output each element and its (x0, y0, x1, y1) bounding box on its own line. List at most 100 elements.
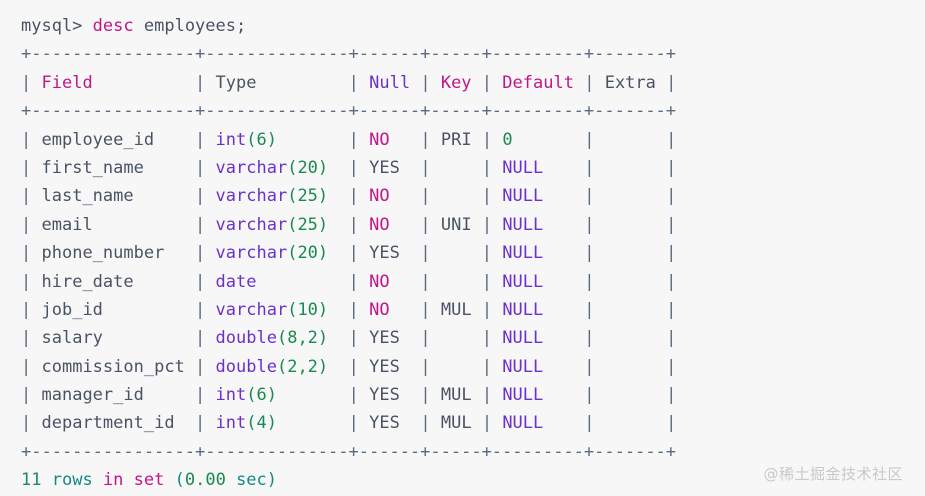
command-line: mysql> desc employees; (21, 12, 925, 40)
space (441, 158, 482, 178)
column-header-field: Field (41, 72, 93, 93)
space (472, 300, 482, 320)
table-pipe: | (481, 186, 493, 207)
table-row: | department_id | int(4) | YES | MUL | N… (21, 409, 925, 437)
space (175, 413, 195, 433)
timing-paren-close: ) (266, 470, 278, 491)
space (492, 357, 502, 377)
space (277, 130, 349, 150)
table-pipe: | (481, 299, 493, 320)
table-body: | employee_id | int(6) | NO | PRI | 0 | … (21, 126, 925, 438)
table-pipe: | (584, 214, 595, 235)
cell-null: NO (369, 214, 390, 235)
space (400, 328, 420, 348)
rows-word: rows (51, 470, 93, 491)
space (328, 243, 348, 263)
space (605, 272, 666, 292)
cell-null: YES (369, 243, 400, 264)
space (492, 300, 502, 320)
table-pipe: | (666, 129, 677, 150)
column-header-key: Key (440, 72, 472, 93)
space (472, 215, 482, 235)
space (205, 413, 215, 433)
table-pipe: | (420, 356, 431, 377)
table-pipe: | (348, 214, 359, 235)
cell-null: NO (369, 271, 390, 292)
cell-type-name: double (215, 356, 277, 377)
space (441, 272, 482, 292)
table-pipe: | (584, 299, 595, 320)
space (82, 16, 92, 36)
space (441, 243, 482, 263)
table-pipe: | (21, 243, 32, 264)
space (31, 186, 41, 206)
space (400, 357, 420, 377)
cell-field: employee_id (41, 129, 155, 150)
space (134, 186, 195, 206)
space (400, 413, 420, 433)
space (103, 300, 195, 320)
table-row: | job_id | varchar(10) | NO | MUL | NULL… (21, 296, 925, 324)
space (205, 158, 215, 178)
space (431, 186, 441, 206)
table-pipe: | (195, 299, 206, 320)
space (164, 470, 174, 490)
space (594, 186, 604, 206)
space (359, 357, 369, 377)
space (205, 215, 215, 235)
cell-field: last_name (41, 186, 134, 207)
table-pipe: | (666, 413, 677, 434)
cell-type-args: (2,2) (276, 356, 329, 377)
table-pipe: | (420, 186, 431, 207)
table-pipe: | (584, 186, 595, 207)
table-pipe: | (584, 271, 595, 292)
table-pipe: | (21, 214, 32, 235)
table-pipe: | (481, 328, 493, 349)
space (31, 413, 41, 433)
space (513, 130, 585, 150)
space (605, 300, 666, 320)
space (154, 130, 195, 150)
space (205, 186, 215, 206)
space (359, 130, 369, 150)
table-pipe: | (666, 271, 677, 292)
row-count: 11 (21, 470, 42, 491)
space (543, 243, 584, 263)
table-pipe: | (666, 243, 677, 264)
table-pipe: | (481, 413, 493, 434)
cell-type-args: (25) (287, 186, 329, 207)
table-pipe: | (21, 186, 32, 207)
table-pipe: | (21, 129, 32, 150)
space (492, 328, 502, 348)
table-pipe: | (21, 413, 32, 434)
space (594, 300, 604, 320)
table-pipe: | (348, 299, 359, 320)
table-row: | first_name | varchar(20) | YES | | NUL… (21, 154, 925, 182)
sql-table-name: employees; (143, 16, 247, 36)
table-row: | email | varchar(25) | NO | UNI | NULL … (21, 211, 925, 239)
cell-default: NULL (502, 271, 544, 292)
space (277, 413, 349, 433)
table-pipe: | (420, 271, 431, 292)
table-pipe: | (21, 271, 32, 292)
space (431, 272, 441, 292)
table-pipe: | (420, 129, 431, 150)
table-row: | hire_date | date | NO | | NULL | | (21, 268, 925, 296)
space (543, 300, 584, 320)
space (594, 272, 604, 292)
space (359, 186, 369, 206)
space (390, 215, 421, 235)
space (134, 16, 144, 36)
cell-key: MUL (440, 299, 472, 320)
cell-key: MUL (440, 413, 472, 434)
shell-prompt: mysql> (21, 16, 83, 36)
table-pipe: | (584, 413, 595, 434)
space (594, 357, 604, 377)
space (441, 357, 482, 377)
space (400, 243, 420, 263)
table-pipe: | (195, 72, 206, 93)
space (594, 215, 604, 235)
cell-field: manager_id (41, 385, 144, 406)
space (472, 385, 482, 405)
